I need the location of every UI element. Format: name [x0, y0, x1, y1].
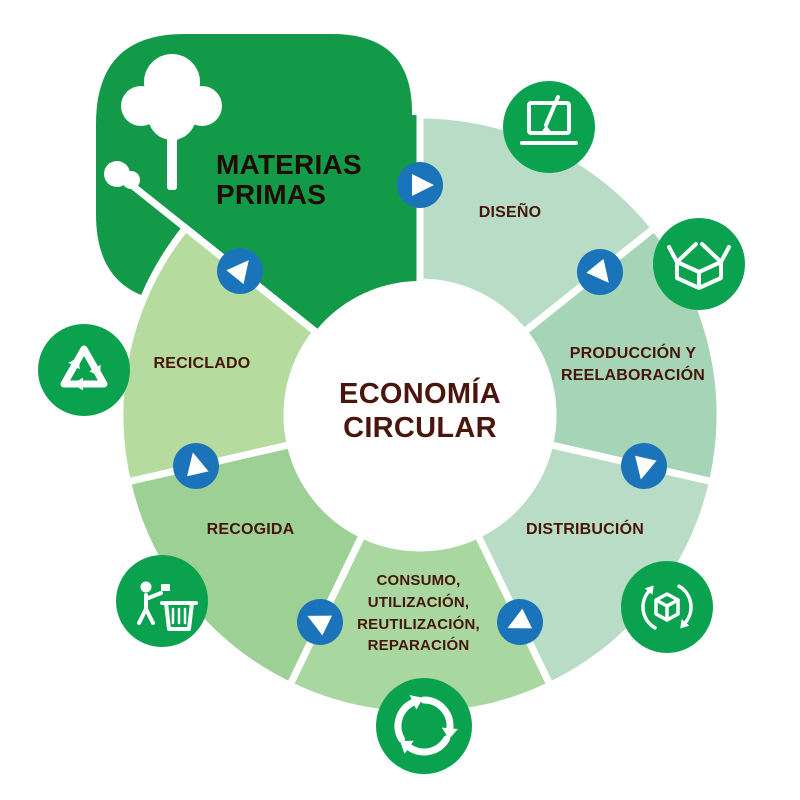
recycle-icon	[60, 345, 108, 391]
segment-label-materias-primas: MATERIAS PRIMAS	[216, 149, 362, 211]
play-icon	[226, 260, 249, 285]
laptop-pencil-icon	[520, 95, 578, 145]
flow-arrow-reciclado-materias	[217, 248, 263, 294]
play-icon	[635, 455, 657, 480]
play-icon	[412, 174, 434, 196]
segment-label-produccion: PRODUCCIÓN Y REELABORACIÓN	[561, 345, 705, 384]
badge-produccion	[653, 218, 745, 310]
flow-arrow-produccion-distribucion	[621, 443, 667, 489]
flow-arrow-recogida-reciclado	[173, 443, 219, 489]
play-icon	[586, 258, 609, 283]
tree-icon	[104, 54, 222, 190]
play-icon	[187, 452, 209, 477]
badge-reciclado	[38, 324, 130, 416]
flow-arrow-consumo-recogida	[297, 599, 343, 645]
segment-label-diseno: DISEÑO	[478, 204, 542, 221]
box-cycle-icon	[641, 584, 693, 630]
cycle-arrows-icon	[394, 695, 458, 756]
trash-disposal-icon	[137, 591, 198, 631]
gap-line-reciclado-materias	[105, 162, 323, 338]
segment-label-consumo: CONSUMO, UTILIZACIÓN, REUTILIZACIÓN, REP…	[357, 572, 480, 655]
segment-label-recogida: RECOGIDA	[206, 521, 295, 538]
badge-recogida	[116, 555, 208, 647]
center-title: ECONOMÍA CIRCULAR	[339, 378, 501, 445]
open-box-icon	[667, 242, 731, 290]
play-icon	[507, 608, 533, 629]
segment-label-reciclado: RECICLADO	[153, 355, 251, 372]
badge-consumo	[376, 678, 472, 774]
flow-arrow-diseno-produccion	[577, 249, 623, 295]
badge-diseno	[503, 81, 595, 173]
segment-label-distribucion: DISTRIBUCIÓN	[526, 521, 644, 538]
flow-arrow-distribucion-consumo	[497, 599, 543, 645]
badge-distribucion	[621, 561, 713, 653]
flow-arrow-materias-diseno	[397, 162, 443, 208]
center-circle	[286, 281, 554, 549]
segment-wedge-materias-primas	[185, 115, 420, 333]
play-icon	[307, 615, 333, 636]
